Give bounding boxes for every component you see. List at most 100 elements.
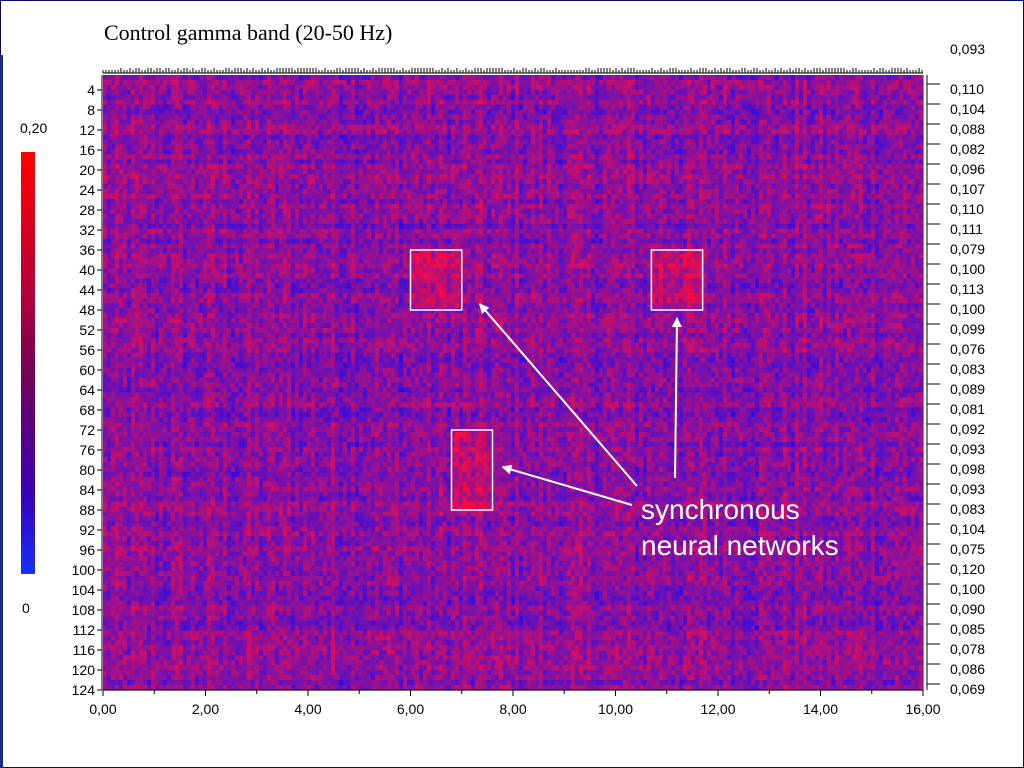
heatmap-cell [219, 75, 224, 81]
heatmap-cell [739, 105, 744, 111]
heatmap-cell [747, 95, 752, 101]
heatmap-cell [695, 110, 700, 116]
heatmap-cell [191, 80, 196, 86]
heatmap-cell [703, 90, 708, 96]
heatmap-cell [295, 80, 300, 86]
heatmap-cell [335, 105, 340, 111]
heatmap-cell [871, 100, 876, 106]
heatmap-cell [371, 95, 376, 101]
heatmap-cell [147, 100, 152, 106]
heatmap-cell [675, 95, 680, 101]
heatmap-cell [743, 95, 748, 101]
heatmap-cell [171, 100, 176, 106]
heatmap-cell [423, 115, 428, 121]
heatmap-cell [855, 110, 860, 116]
heatmap-cell [199, 95, 204, 101]
heatmap-cell [235, 115, 240, 121]
heatmap-cell [191, 105, 196, 111]
heatmap-cell [731, 105, 736, 111]
heatmap-cell [903, 85, 908, 91]
heatmap-cell [403, 100, 408, 106]
heatmap-cell [807, 90, 812, 96]
heatmap-cell [131, 85, 136, 91]
heatmap-cell [579, 85, 584, 91]
heatmap-cell [319, 75, 324, 81]
heatmap-cell [223, 80, 228, 86]
heatmap-cell [119, 90, 124, 96]
heatmap-cell [579, 110, 584, 116]
heatmap-cell [367, 85, 372, 91]
heatmap-cell [243, 105, 248, 111]
heatmap-cell [639, 80, 644, 86]
heatmap-cell [239, 75, 244, 81]
heatmap-cell [455, 80, 460, 86]
heatmap-cell [759, 110, 764, 116]
heatmap-cell [535, 90, 540, 96]
heatmap-cell [623, 105, 628, 111]
heatmap-cell [747, 80, 752, 86]
heatmap-cell [355, 115, 360, 121]
heatmap-cell [611, 100, 616, 106]
heatmap-cell [827, 85, 832, 91]
heatmap-cell [451, 75, 456, 81]
heatmap-cell [535, 95, 540, 101]
heatmap-cell [571, 100, 576, 106]
heatmap-cell [723, 105, 728, 111]
heatmap-cell [627, 75, 632, 81]
heatmap-cell [135, 95, 140, 101]
heatmap-cell [371, 85, 376, 91]
heatmap-cell [487, 100, 492, 106]
heatmap-cell [259, 75, 264, 81]
heatmap-cell [103, 95, 108, 101]
heatmap-cell [467, 110, 472, 116]
heatmap-cell [211, 110, 216, 116]
heatmap-cell [479, 90, 484, 96]
heatmap-cell [435, 80, 440, 86]
heatmap-cell [103, 110, 108, 116]
heatmap-cell [787, 105, 792, 111]
heatmap-cell [795, 85, 800, 91]
heatmap-cell [207, 110, 212, 116]
heatmap-cell [211, 95, 216, 101]
heatmap-cell [259, 90, 264, 96]
heatmap-cell [507, 105, 512, 111]
heatmap-cell [839, 100, 844, 106]
heatmap-cell [127, 75, 132, 81]
heatmap-cell [811, 90, 816, 96]
heatmap-cell [851, 75, 856, 81]
heatmap-cell [227, 100, 232, 106]
heatmap-cell [691, 105, 696, 111]
heatmap-cell [195, 75, 200, 81]
heatmap-cell [247, 100, 252, 106]
heatmap-cell [907, 110, 912, 116]
heatmap-cell [343, 85, 348, 91]
heatmap-cell [583, 95, 588, 101]
heatmap-cell [895, 100, 900, 106]
heatmap-cell [151, 115, 156, 121]
heatmap-cell [147, 85, 152, 91]
heatmap-cell [875, 110, 880, 116]
heatmap-cell [227, 90, 232, 96]
heatmap-cell [223, 110, 228, 116]
heatmap-cell [639, 75, 644, 81]
heatmap-cell [735, 100, 740, 106]
heatmap-cell [859, 100, 864, 106]
heatmap-cell [915, 75, 920, 81]
heatmap-cell [663, 95, 668, 101]
heatmap-cell [575, 100, 580, 106]
heatmap-cell [743, 80, 748, 86]
heatmap-cell [467, 80, 472, 86]
heatmap-cell [743, 100, 748, 106]
heatmap-cell [803, 80, 808, 86]
heatmap-cell [679, 75, 684, 81]
heatmap-cell [859, 75, 864, 81]
heatmap-cell [547, 95, 552, 101]
heatmap-cell [855, 100, 860, 106]
heatmap-cell [319, 115, 324, 121]
heatmap-cell [635, 85, 640, 91]
heatmap-cell [303, 80, 308, 86]
heatmap-cell [539, 90, 544, 96]
heatmap-cell [883, 80, 888, 86]
heatmap-cell [855, 95, 860, 101]
heatmap-cell [519, 95, 524, 101]
